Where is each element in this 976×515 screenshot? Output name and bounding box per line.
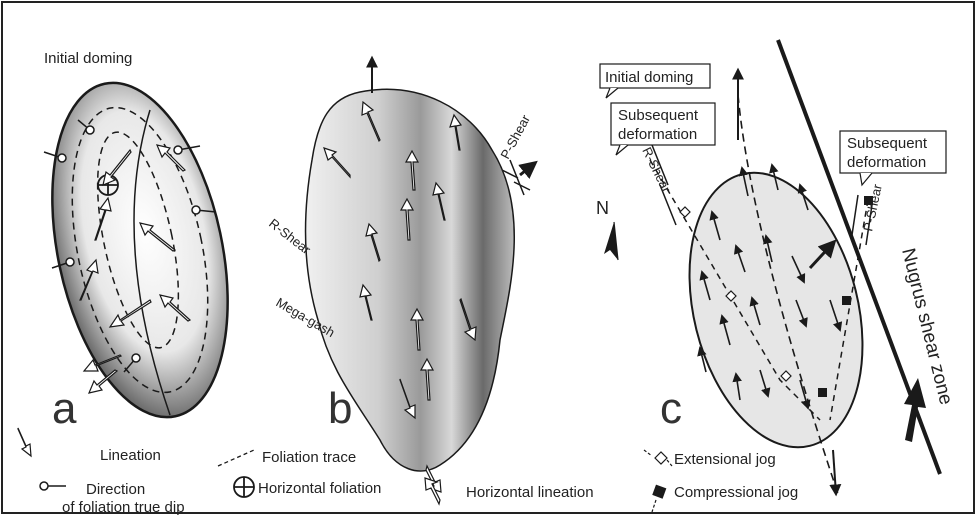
panel-c-south-arrow (833, 450, 836, 494)
panel-b-p-shear-label: P-Shear (497, 112, 533, 162)
legend-foliation-dip-line1: Direction (86, 481, 145, 498)
panel-c-r-shear-label: R-Shear (639, 145, 674, 196)
panel-a-title: Initial doming (44, 50, 132, 67)
panel-a-dome (24, 67, 255, 434)
callout-subsequent-2-line2: deformation (847, 154, 926, 171)
legend-dip-icon (40, 482, 66, 490)
panel-c-p-shear-label: P-Shear (860, 182, 885, 232)
legend-horizontal-lineation-icon (425, 466, 441, 504)
legend-horizontal-foliation: Horizontal foliation (258, 480, 381, 497)
callout-initial-doming: Initial doming (600, 64, 710, 98)
panel-b-letter: b (328, 384, 352, 433)
panel-a: Initial doming a (24, 50, 255, 433)
north-arrow-icon (604, 222, 618, 260)
extensional-jog-icon (680, 207, 690, 217)
north-label: N (596, 198, 609, 218)
legend-foliation-dip-line2: of foliation true dip (62, 499, 185, 515)
legend-extensional-jog-icon (644, 450, 672, 466)
legend-compressional-jog: Compressional jog (674, 484, 798, 501)
callout-subsequent-deformation-right: Subsequent deformation (840, 131, 946, 185)
panel-c-letter: c (660, 384, 682, 433)
callout-subsequent-1-line1: Subsequent (618, 107, 699, 124)
callout-subsequent-2-line1: Subsequent (847, 135, 928, 152)
legend-lineation: Lineation (100, 447, 161, 464)
panel-c-dome (663, 154, 890, 465)
panel-a-letter: a (52, 384, 77, 433)
callout-subsequent-1-line2: deformation (618, 126, 697, 143)
legend-extensional-jog: Extensional jog (674, 451, 776, 468)
legend-horizontal-lineation: Horizontal lineation (466, 484, 594, 501)
panel-b: P-Shear R-Shear Mega-gash b (266, 58, 535, 471)
compressional-jog-icon (818, 388, 827, 397)
callout-initial-doming-text: Initial doming (605, 69, 693, 86)
legend-foliation-trace: Foliation trace (262, 449, 356, 466)
panel-c: R-Shear P-Shear N Initial doming Subsequ… (596, 40, 956, 494)
legend-foliation-trace-icon (218, 450, 254, 466)
compressional-jog-icon (842, 296, 851, 305)
callout-subsequent-deformation-left: Subsequent deformation (611, 103, 715, 155)
legend-compressional-jog-icon (652, 485, 666, 512)
legend-horizontal-foliation-icon (234, 477, 254, 497)
legend-lineation-icon (18, 428, 31, 456)
